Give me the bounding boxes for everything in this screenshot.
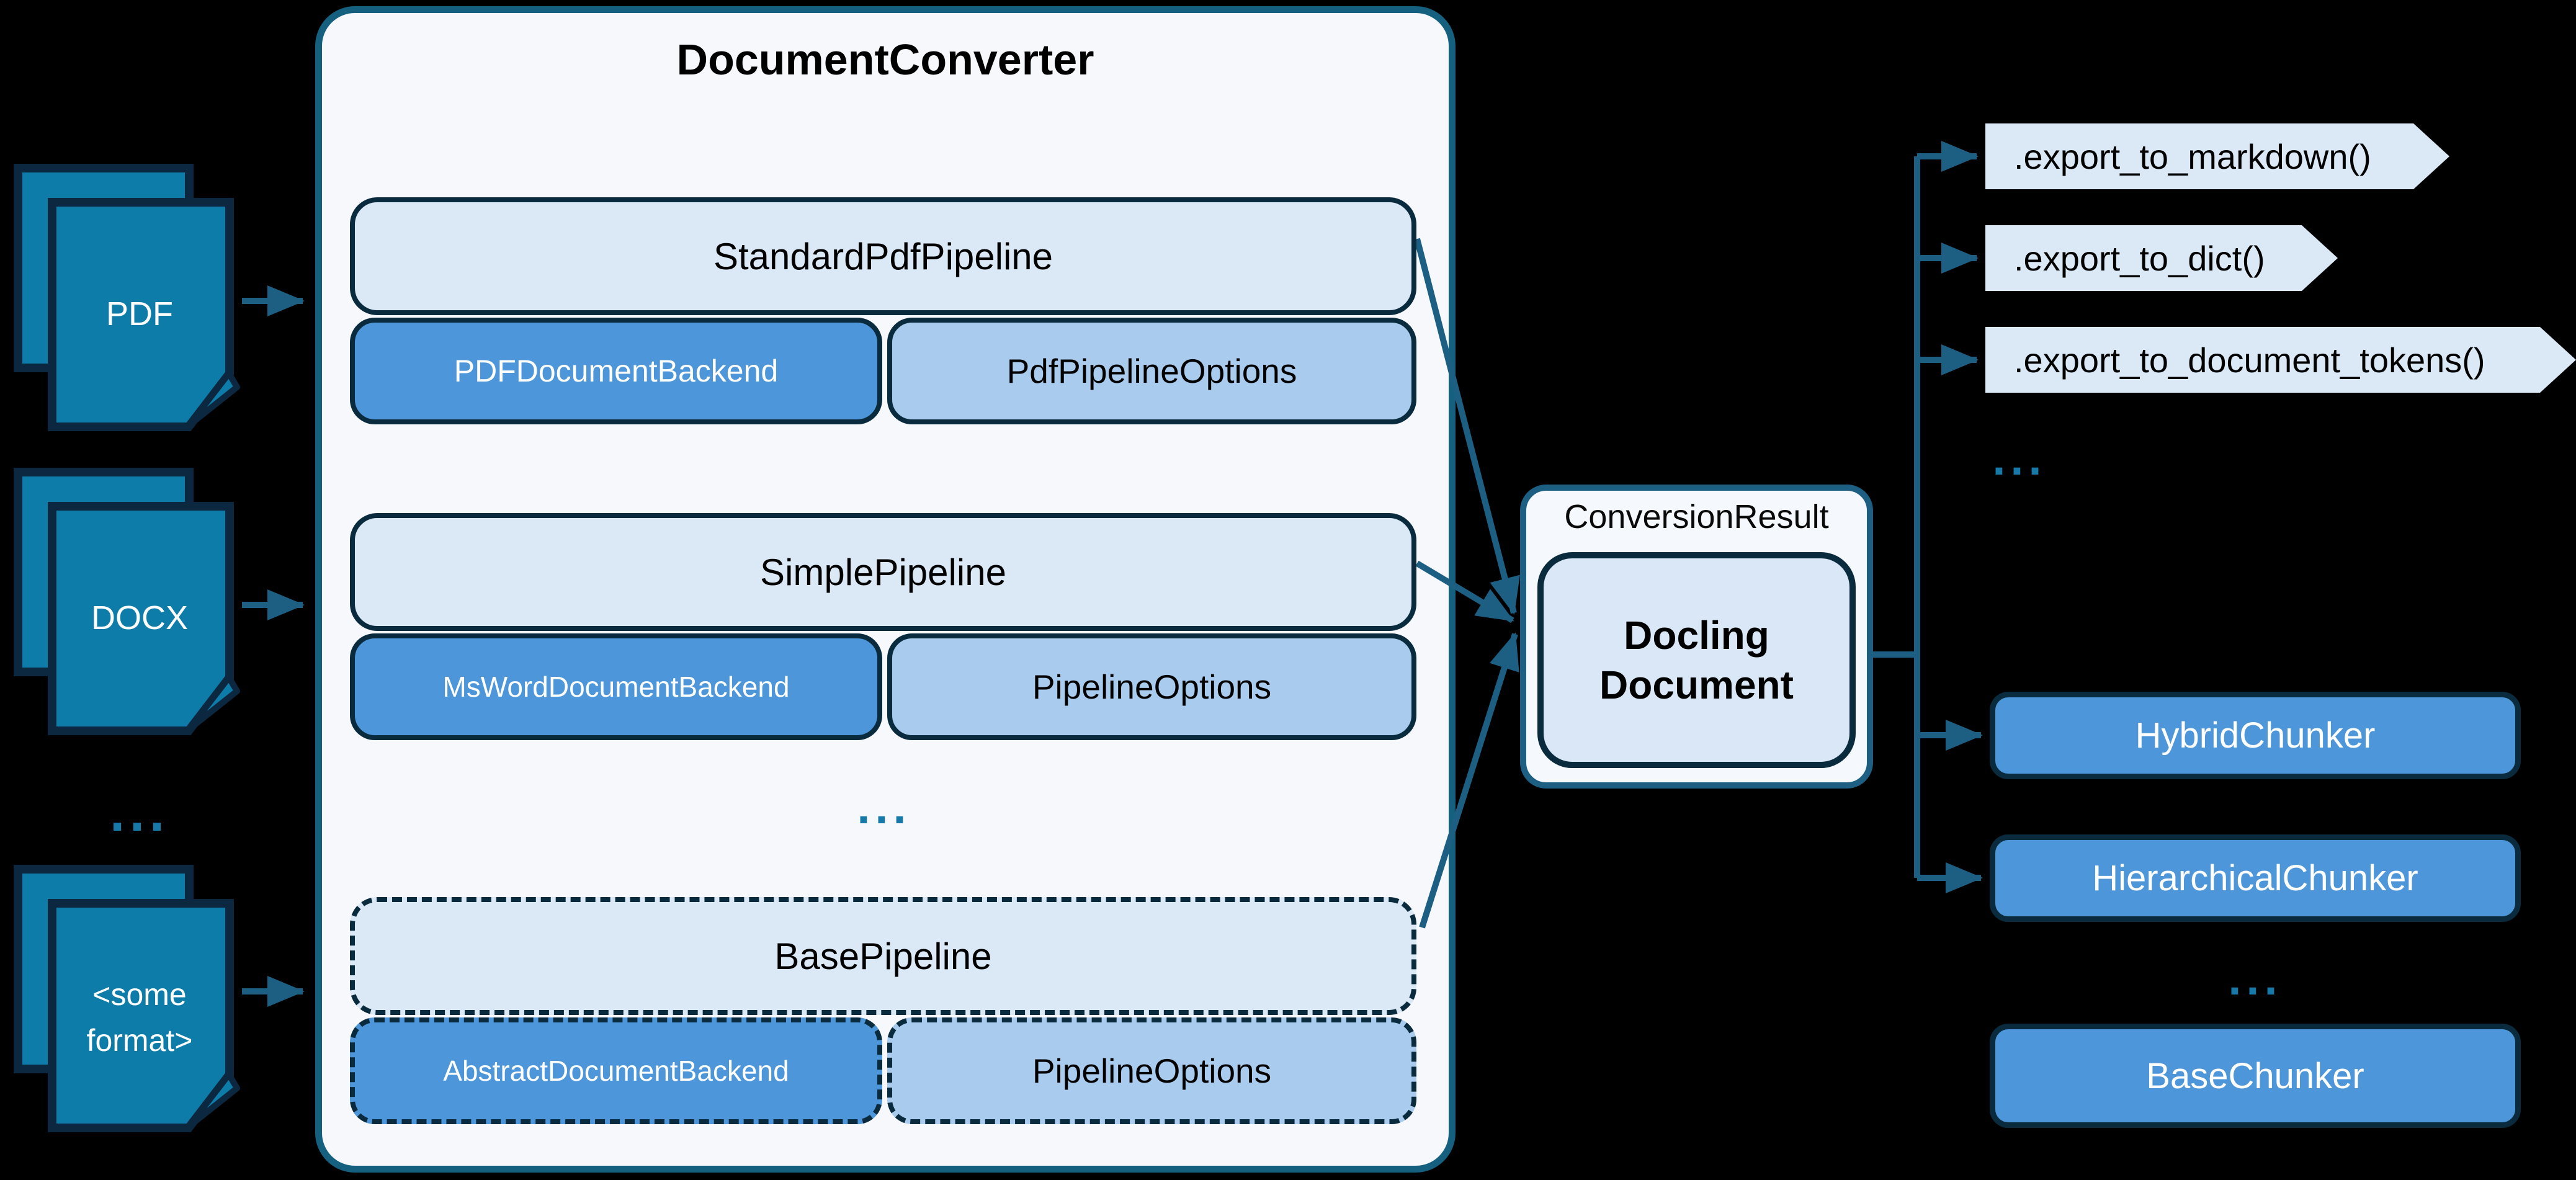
inputs-ellipsis: ...: [110, 783, 169, 843]
some-format-label-line1: <some: [92, 977, 186, 1012]
pdf-document-icon: PDF: [14, 164, 240, 431]
exports-ellipsis: ...: [1992, 432, 2047, 485]
base-pipeline-box: BasePipeline: [350, 897, 1416, 1015]
pdf-document-backend-box: PDFDocumentBackend: [350, 318, 882, 424]
abstract-document-backend-box: AbstractDocumentBackend: [350, 1017, 882, 1124]
hybrid-chunker-box: HybridChunker: [1990, 692, 2521, 779]
docx-label: DOCX: [91, 599, 188, 637]
pipeline-options-box: PipelineOptions: [887, 633, 1416, 740]
export-to-document-tokens-tag: .export_to_document_tokens(): [1985, 327, 2576, 393]
document-converter-title: DocumentConverter: [676, 35, 1094, 84]
export-to-dict-tag: .export_to_dict(): [1985, 225, 2338, 291]
hierarchical-chunker-box: HierarchicalChunker: [1990, 834, 2521, 922]
base-chunker-box: BaseChunker: [1990, 1024, 2521, 1128]
docling-document-line2: Document: [1599, 663, 1794, 707]
arrow-simplepipeline-to-result: [1415, 560, 1514, 624]
arrow-basepipeline-to-result: [1419, 632, 1519, 929]
chunkers-ellipsis: ...: [2228, 952, 2283, 1005]
docling-document-box: Docling Document: [1537, 552, 1856, 768]
pdf-label: PDF: [106, 295, 173, 333]
arrow-standardpipeline-to-result: [1414, 238, 1520, 615]
standard-pdf-pipeline-box: StandardPdfPipeline: [350, 197, 1416, 315]
export-to-markdown-tag: .export_to_markdown(): [1985, 123, 2449, 189]
base-pipeline-options-box: PipelineOptions: [887, 1017, 1416, 1124]
pdf-pipeline-options-box: PdfPipelineOptions: [887, 318, 1416, 424]
conversion-result-label: ConversionResult: [1564, 498, 1829, 535]
msword-document-backend-box: MsWordDocumentBackend: [350, 633, 882, 740]
pipelines-ellipsis: ...: [857, 781, 911, 834]
simple-pipeline-box: SimplePipeline: [350, 513, 1416, 631]
some-format-label-line2: format>: [87, 1023, 193, 1058]
some-format-document-icon: <some format>: [14, 865, 240, 1132]
docling-document-line1: Docling: [1624, 613, 1769, 658]
docx-document-icon: DOCX: [14, 468, 240, 735]
